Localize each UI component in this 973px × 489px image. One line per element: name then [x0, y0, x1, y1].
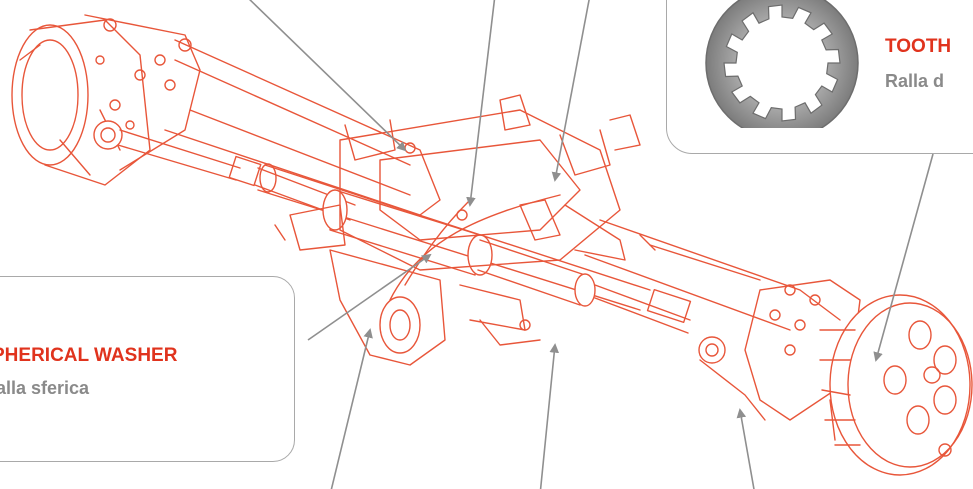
- brake-pipes: [389, 194, 561, 301]
- differential-housing: [274, 94, 656, 331]
- axle-housing-left: [164, 39, 441, 216]
- leader-line: [551, 0, 590, 182]
- right-hub: [819, 294, 973, 476]
- axle-housing-right: [584, 219, 841, 331]
- toothed-washer-icon: [705, 0, 859, 128]
- leader-line: [330, 328, 373, 489]
- leader-line: [539, 343, 560, 489]
- right-knuckle: [698, 279, 861, 421]
- leader-line: [736, 408, 755, 489]
- callout-title-left: PHERICAL WASHER: [0, 345, 178, 366]
- callout-box-left: [0, 276, 295, 462]
- steering-cylinder: [257, 163, 691, 334]
- tie-rod: [93, 120, 356, 221]
- leader-line: [873, 153, 934, 362]
- leader-line: [249, 0, 407, 152]
- callout-subtitle-right: Ralla d: [885, 71, 945, 91]
- axle-drawing-icon: [11, 14, 973, 476]
- leader-line: [307, 253, 432, 341]
- left-hub: [11, 14, 201, 186]
- callout-subtitle-left: alla sferica: [0, 378, 90, 398]
- lower-bracket: [329, 249, 541, 366]
- leader-line: [466, 0, 496, 207]
- callout-title-right: TOOTH: [885, 36, 952, 57]
